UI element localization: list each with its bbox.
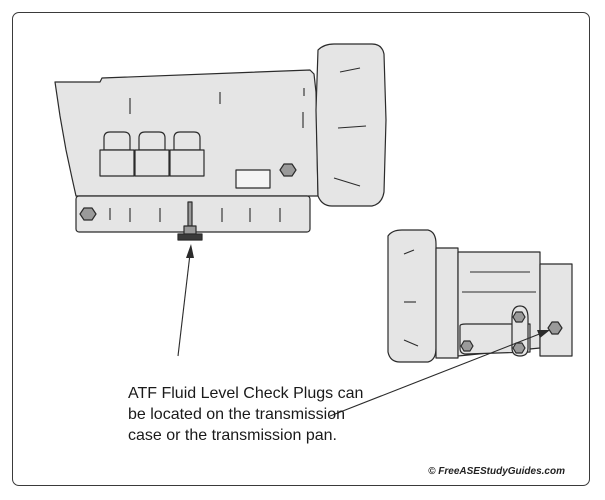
case-nameplate <box>235 169 271 189</box>
transmission-case-rear-view <box>387 229 573 363</box>
side-cover-bolt <box>460 340 474 352</box>
case-fill-plug-bolt <box>279 163 297 177</box>
rear-bellhousing-lines <box>403 249 419 347</box>
pointer-line-pan <box>177 253 191 357</box>
pointer-lines <box>177 244 550 417</box>
rear-adapter-plate <box>435 247 459 359</box>
case-casting-lines <box>129 88 305 128</box>
pointer-arrowhead-pan <box>186 244 194 258</box>
rear-case-lines <box>462 271 536 293</box>
linkage-bolt-top <box>512 311 526 323</box>
case-check-plug <box>547 321 563 335</box>
transmission-case-side-view <box>54 43 387 241</box>
extension-housing <box>539 263 573 357</box>
pointer-arrowhead-case <box>537 330 550 338</box>
valve-body-connectors <box>99 131 205 177</box>
pointer-line-case <box>329 332 543 417</box>
caption-line-3: case or the transmission pan. <box>128 427 337 444</box>
diagram-caption: ATF Fluid Level Check Plugs can be locat… <box>128 383 388 446</box>
pan-rib-lines <box>109 208 281 222</box>
rear-bellhousing <box>387 229 437 363</box>
caption-line-2: be located on the transmission <box>128 406 346 423</box>
bellhousing <box>315 43 387 207</box>
copyright-notice: © FreeASEStudyGuides.com <box>428 466 565 477</box>
pan-check-plug <box>177 201 203 241</box>
bellhousing-lines <box>333 67 367 187</box>
linkage-bolt-bottom <box>512 342 526 354</box>
caption-line-1: ATF Fluid Level Check Plugs can <box>128 385 364 402</box>
pan-bolt <box>79 207 97 221</box>
